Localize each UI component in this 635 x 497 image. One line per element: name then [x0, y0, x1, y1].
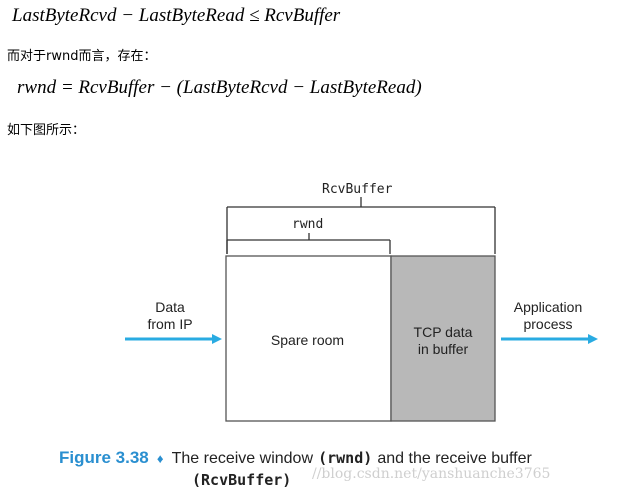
incoming-data-arrow [125, 334, 222, 344]
data-from-ip-line1: Data [155, 299, 185, 315]
application-line2: process [523, 316, 573, 332]
tcp-data-line1: TCP data [413, 324, 473, 340]
caption-rwnd-code: (rwnd) [318, 449, 373, 467]
formula-buffer-constraint: LastByteRcvd − LastByteRead ≤ RcvBuffer [12, 5, 341, 26]
data-from-ip-label: Data from IP [130, 299, 210, 333]
caption-figure-number: Figure 3.38 [59, 448, 149, 467]
outgoing-data-arrow [501, 334, 598, 344]
spare-room-label: Spare room [270, 332, 345, 348]
watermark: //blog.csdn.net/yanshuanche3765 [312, 466, 551, 482]
caption-diamond-icon: ♦ [156, 451, 164, 466]
data-from-ip-line2: from IP [147, 316, 193, 332]
rcvbuffer-label: RcvBuffer [322, 182, 393, 197]
tcp-data-line2: in buffer [417, 341, 469, 357]
tcp-data-label: TCP data in buffer [400, 324, 486, 358]
caption-text-part2: and the receive buffer [377, 450, 532, 467]
application-process-label: Application process [500, 299, 596, 333]
spare-room-region [225, 255, 392, 422]
rwnd-bracket [226, 233, 391, 254]
caption-rcvbuffer-code: (RcvBuffer) [192, 471, 292, 489]
tcp-data-region [390, 255, 496, 422]
paragraph-rwnd-intro: 而对于rwnd而言，存在： [7, 49, 157, 64]
figure-caption: Figure 3.38 ♦ The receive window (rwnd) … [59, 448, 532, 468]
application-line1: Application [513, 299, 583, 315]
paragraph-figure-intro: 如下图所示： [7, 123, 86, 138]
caption-text-part1: The receive window [171, 450, 313, 467]
rcvbuffer-bracket [226, 197, 496, 254]
rwnd-label: rwnd [292, 217, 324, 232]
formula-rwnd: rwnd = RcvBuffer − (LastByteRcvd − LastB… [17, 77, 422, 98]
